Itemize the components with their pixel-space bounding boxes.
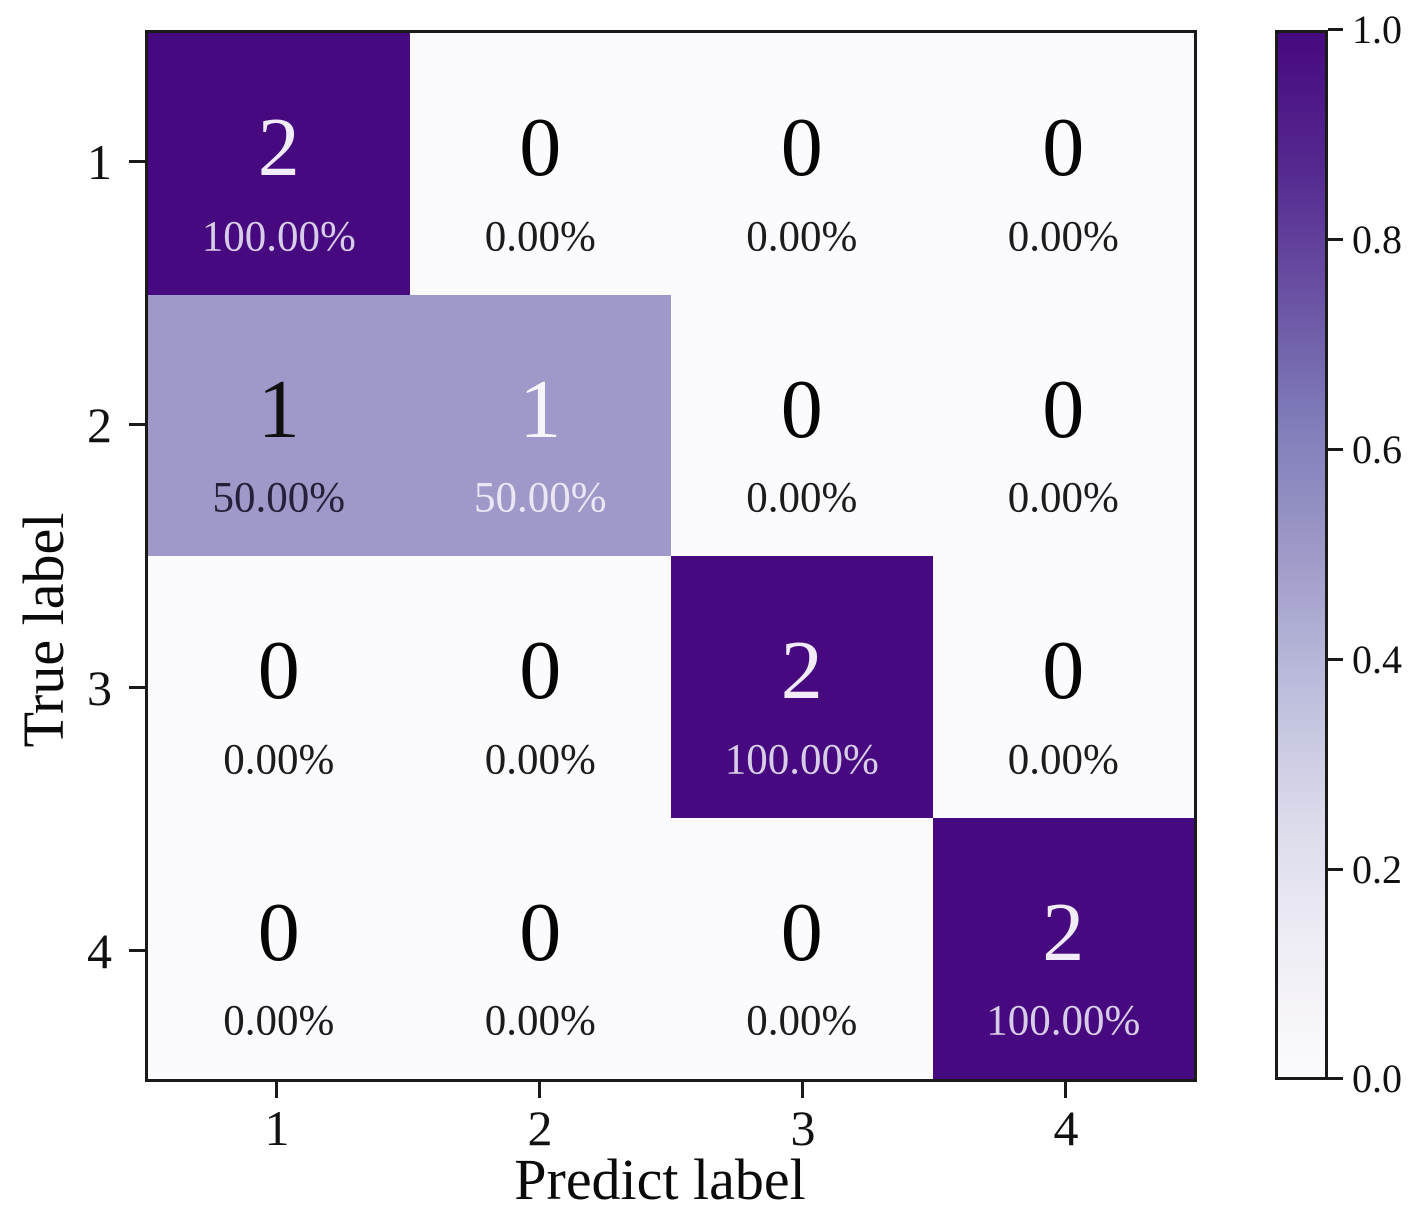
y-tick-mark — [129, 949, 145, 952]
matrix-cell-r3c4: 0 0.00% — [932, 556, 1194, 818]
x-tick-label-4: 4 — [1053, 1100, 1079, 1156]
cell-count: 2 — [1042, 885, 1085, 979]
cell-count: 0 — [780, 101, 823, 195]
cell-count: 0 — [257, 885, 300, 979]
colorbar-tick-label-5: 0.0 — [1352, 1056, 1402, 1101]
matrix-cell-r3c3: 2 100.00% — [671, 556, 933, 818]
cell-percent: 100.00% — [201, 213, 356, 261]
cell-count: 0 — [257, 624, 300, 718]
colorbar-tick-label-0: 1.0 — [1352, 7, 1402, 52]
cell-count: 0 — [519, 624, 562, 718]
cell-count: 0 — [1042, 362, 1085, 456]
cell-percent: 100.00% — [724, 736, 879, 784]
matrix-cell-r2c2: 1 50.00% — [409, 294, 671, 556]
cell-count: 0 — [780, 362, 823, 456]
cell-count: 0 — [519, 101, 562, 195]
matrix-cell-r1c3: 0 0.00% — [671, 33, 933, 295]
y-tick-mark — [129, 423, 145, 426]
cell-count: 1 — [257, 362, 300, 456]
colorbar — [1275, 30, 1328, 1080]
cell-count: 0 — [780, 885, 823, 979]
colorbar-tick-mark — [1328, 868, 1343, 871]
cell-percent: 0.00% — [484, 997, 596, 1045]
cell-percent: 0.00% — [746, 474, 858, 522]
x-tick-label-1: 1 — [264, 1100, 290, 1156]
cell-count: 0 — [1042, 624, 1085, 718]
cell-percent: 0.00% — [1007, 474, 1119, 522]
y-tick-label-2: 2 — [87, 397, 112, 453]
cell-count: 0 — [519, 885, 562, 979]
colorbar-gradient — [1278, 33, 1325, 1077]
y-tick-mark — [129, 686, 145, 689]
x-tick-mark — [275, 1082, 278, 1098]
colorbar-tick-label-1: 0.8 — [1352, 217, 1402, 262]
colorbar-tick-label-2: 0.6 — [1352, 427, 1402, 472]
colorbar-tick-label-4: 0.2 — [1352, 847, 1402, 892]
colorbar-tick-mark — [1328, 658, 1343, 661]
y-tick-label-1: 1 — [87, 134, 112, 190]
x-tick-mark — [801, 1082, 804, 1098]
y-tick-label-4: 4 — [87, 923, 112, 979]
matrix-cell-r1c4: 0 0.00% — [932, 33, 1194, 295]
cell-percent: 50.00% — [473, 474, 607, 522]
cell-count: 2 — [257, 101, 300, 195]
x-axis-title: Predict label — [514, 1147, 806, 1212]
cell-percent: 0.00% — [484, 736, 596, 784]
cell-percent: 0.00% — [746, 213, 858, 261]
cell-count: 1 — [519, 362, 562, 456]
colorbar-tick-mark — [1328, 448, 1343, 451]
x-tick-label-2: 2 — [527, 1100, 553, 1156]
matrix-cell-r2c3: 0 0.00% — [671, 294, 933, 556]
cell-percent: 50.00% — [212, 474, 346, 522]
matrix-cell-r4c2: 0 0.00% — [409, 817, 671, 1079]
cell-count: 2 — [780, 624, 823, 718]
cell-percent: 100.00% — [986, 997, 1141, 1045]
matrix-cell-r2c4: 0 0.00% — [932, 294, 1194, 556]
matrix-cell-r4c4: 2 100.00% — [932, 817, 1194, 1079]
x-tick-mark — [538, 1082, 541, 1098]
cell-percent: 0.00% — [746, 997, 858, 1045]
colorbar-tick-mark — [1328, 238, 1343, 241]
y-tick-mark — [129, 160, 145, 163]
y-tick-label-3: 3 — [87, 660, 112, 716]
cell-percent: 0.00% — [484, 213, 596, 261]
matrix-cell-r3c2: 0 0.00% — [409, 556, 671, 818]
cell-count: 0 — [1042, 101, 1085, 195]
matrix-cell-r1c1: 2 100.00% — [148, 33, 410, 295]
cell-percent: 0.00% — [1007, 213, 1119, 261]
x-tick-mark — [1064, 1082, 1067, 1098]
cell-percent: 0.00% — [223, 736, 335, 784]
heatmap-grid: 2 100.00% 0 0.00% 0 0.00% 0 0.00% 1 50.0… — [145, 30, 1197, 1082]
matrix-cell-r4c3: 0 0.00% — [671, 817, 933, 1079]
x-tick-label-3: 3 — [790, 1100, 816, 1156]
cell-percent: 0.00% — [223, 997, 335, 1045]
colorbar-tick-mark — [1328, 1077, 1343, 1080]
matrix-cell-r3c1: 0 0.00% — [148, 556, 410, 818]
matrix-cell-r4c1: 0 0.00% — [148, 817, 410, 1079]
colorbar-tick-mark — [1328, 28, 1343, 31]
matrix-cell-r2c1: 1 50.00% — [148, 294, 410, 556]
colorbar-tick-label-3: 0.4 — [1352, 637, 1402, 682]
cell-percent: 0.00% — [1007, 736, 1119, 784]
matrix-cell-r1c2: 0 0.00% — [409, 33, 671, 295]
